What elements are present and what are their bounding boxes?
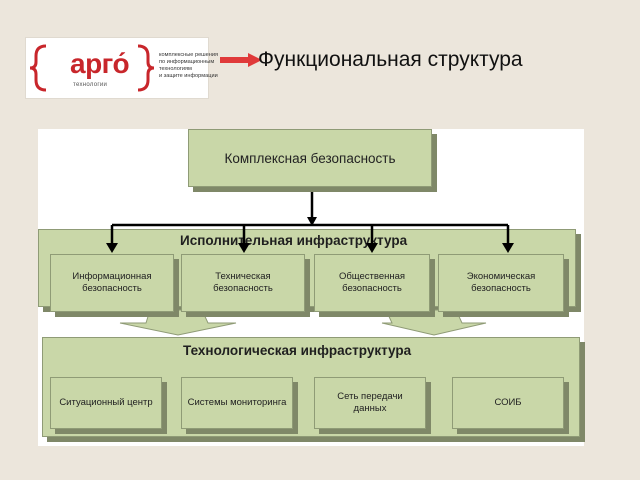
connector-trunk-arrowhead bbox=[307, 217, 317, 226]
box-line: безопасность bbox=[471, 283, 531, 294]
arrowhead-public bbox=[366, 243, 378, 253]
logo-tagline-line: по информационным bbox=[159, 59, 215, 65]
box-complex-security: Комплексная безопасность bbox=[188, 129, 432, 187]
down-arrow-right bbox=[381, 309, 487, 336]
logo-tagline: комплексные решения по информационным те… bbox=[159, 52, 233, 80]
box-line: безопасность bbox=[82, 283, 142, 294]
slide-title: Функциональная структура bbox=[258, 48, 523, 71]
box-line: Системы мониторинга bbox=[187, 397, 287, 408]
arrowhead-economic bbox=[502, 243, 514, 253]
box-label: Комплексная безопасность bbox=[224, 150, 396, 166]
box-line: безопасность bbox=[213, 283, 273, 294]
box-data-network: Сеть передачи данных bbox=[314, 377, 426, 429]
connector-lines bbox=[106, 192, 514, 253]
arrowhead-technical bbox=[238, 243, 250, 253]
layer-arrows bbox=[119, 309, 487, 336]
box-line: безопасность bbox=[342, 283, 402, 294]
arrowhead-information bbox=[106, 243, 118, 253]
logo-brace-icon bbox=[29, 44, 155, 92]
logo-tagline-line: технологиям bbox=[159, 66, 192, 72]
box-soib: СОИБ bbox=[452, 377, 564, 429]
logo-subtitle: технологии bbox=[73, 82, 108, 88]
box-line: Экономическая bbox=[466, 271, 536, 282]
box-line: Ситуационный центр bbox=[59, 397, 153, 408]
box-line: Сеть передачи bbox=[337, 391, 403, 402]
company-logo: арго́ технологии комплексные решения по … bbox=[26, 38, 218, 98]
box-monitoring-systems: Системы мониторинга bbox=[181, 377, 293, 429]
box-information-security: Информационная безопасность bbox=[50, 254, 174, 312]
box-line: СОИБ bbox=[494, 397, 522, 408]
diagram-panel: Комплексная безопасность Исполнительная … bbox=[38, 129, 584, 446]
box-public-security: Общественная безопасность bbox=[314, 254, 430, 312]
box-economic-security: Экономическая безопасность bbox=[438, 254, 564, 312]
executive-infrastructure-label: Исполнительная инфраструктура bbox=[180, 233, 408, 248]
box-line: Техническая bbox=[215, 271, 271, 282]
technological-infrastructure-label: Технологическая инфраструктура bbox=[183, 343, 412, 358]
box-line: данных bbox=[353, 403, 387, 414]
box-situation-center: Ситуационный центр bbox=[50, 377, 162, 429]
logo-word: арго́ bbox=[70, 48, 130, 79]
down-arrow-left bbox=[119, 309, 237, 336]
box-technical-security: Техническая безопасность bbox=[181, 254, 305, 312]
logo-tagline-line: и защите информации bbox=[159, 73, 218, 79]
logo-tagline-line: комплексные решения bbox=[159, 52, 219, 58]
box-line: Информационная bbox=[72, 271, 152, 282]
box-line: Общественная bbox=[338, 271, 406, 282]
title-arrow-icon bbox=[220, 53, 262, 67]
